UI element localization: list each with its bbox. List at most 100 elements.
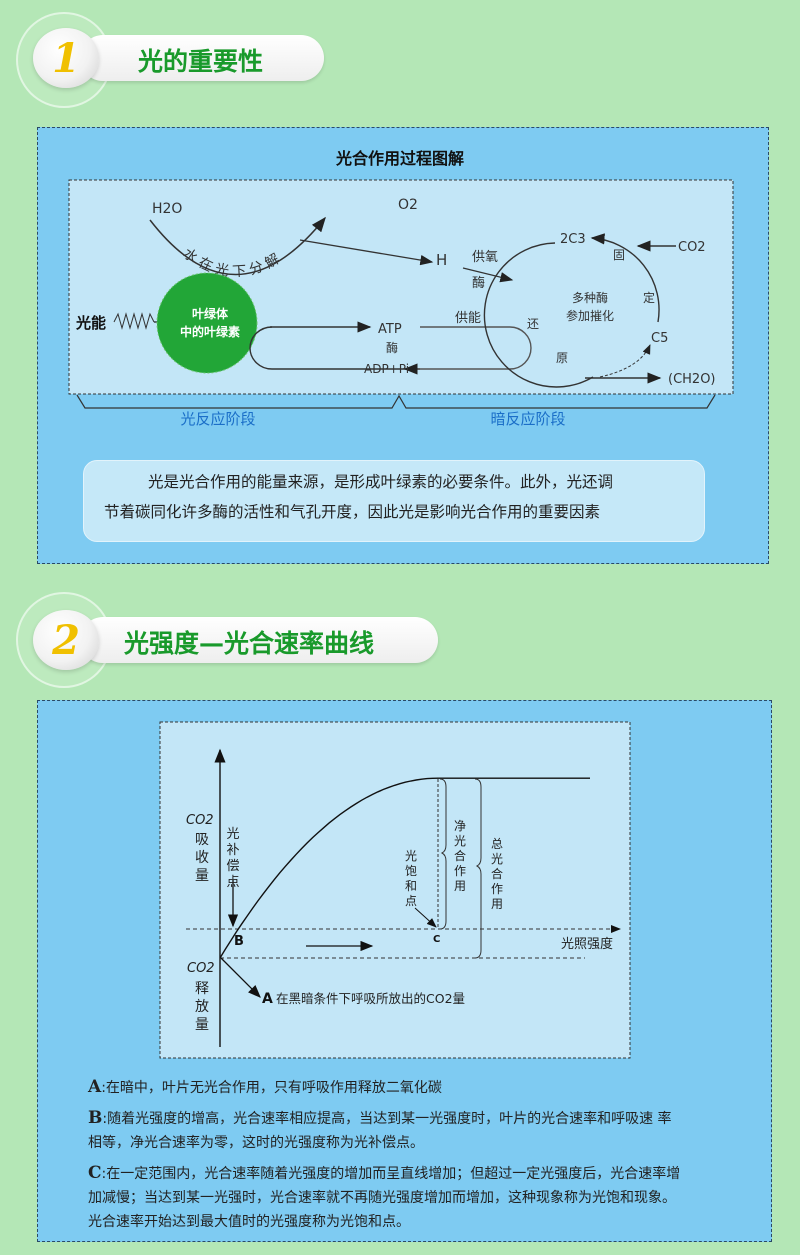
note-c-letter: C [88,1163,102,1183]
cycle-loop-right [403,326,532,375]
section1-badge: 1 [33,28,99,88]
chloroplast-circle [156,272,258,374]
section2-badge: 2 [33,610,99,670]
compensation-label-char: 光 [226,827,239,842]
light-energy-label: 光能 [75,314,106,332]
point-a-note: 在黑暗条件下呼吸所放出的CO2量 [276,991,465,1006]
note-line-2: 节着碳同化许多酶的活性和气孔开度，因此光是影响光合作用的重要因素 [104,503,601,521]
y-bottom-char-3: 量 [195,1017,209,1033]
point-b-label: B [234,934,244,949]
total-brace [474,778,482,959]
section2-title: 光强度—光合速率曲线 [124,629,375,658]
total-label-char: 作 [491,882,503,896]
note-b-text-1: :随着光强度的增高，光合速率相应提高，当达到某一光强度时，叶片的光合速率和呼吸速… [102,1111,672,1127]
section1-number: 1 [52,34,80,82]
enzyme-label: 酶 [472,275,485,291]
oxygen-supply-arrow [462,267,514,283]
y-bottom-char-2: 放 [195,999,209,1015]
light-wave-icon [113,312,155,330]
x-axis-label: 光照强度 [561,936,613,952]
note-a-letter: A [88,1077,102,1097]
net-label-char: 作 [454,864,466,878]
note-a: A:在暗中，叶片无光合作用，只有呼吸作用释放二氧化碳 [88,1075,768,1100]
co2-label: CO2 [678,240,706,255]
net-label-char: 净 [454,819,466,833]
cycle-loop-left [249,326,420,370]
reduce-label-2: 原 [556,351,568,365]
net-label-char: 用 [454,879,466,893]
c5-label: C5 [651,331,668,346]
note-c: C:在一定范围内，光合速率随着光强度的增加而呈直线增加；但超过一定光强度后，光合… [88,1161,768,1234]
compensation-label-char: 点 [226,875,239,890]
net-label-char: 光 [454,834,466,848]
dark-stage-label: 暗反应阶段 [490,410,565,428]
compensation-label-char: 偿 [226,859,239,874]
fix-label-2: 定 [643,290,655,305]
h-arrow [299,239,434,266]
total-label-char: 用 [491,897,503,911]
light-importance-note: 光是光合作用的能量来源，是形成叶绿素的必要条件。此外，光还调 节着碳同化许多酶的… [83,460,705,542]
chart-box [159,721,631,1059]
light-curve-chart: CO2 吸 收 量 CO2 释 放 量 光照强度 B C A 在黑暗条件下呼吸所… [159,721,631,1059]
compensation-label-char: 补 [226,843,239,858]
y-bottom-co2: CO2 [187,961,215,976]
oxygen-supply-label: 供氧 [472,250,498,265]
fix-label-1: 固 [613,248,625,262]
net-label-char: 合 [454,848,466,863]
section2-pill [80,617,438,663]
o2-label: O2 [398,197,418,213]
light-stage-label: 光反应阶段 [180,410,255,428]
diagram-title: 光合作用过程图解 [335,149,464,168]
atp-label: ATP [378,322,402,337]
y-top-char-1: 吸 [195,832,209,848]
saturation-label-char: 和 [405,879,417,893]
chloroplast-label-2: 中的叶绿素 [180,324,240,339]
atp-enzyme-label: 酶 [386,340,398,355]
note-b-letter: B [88,1108,103,1128]
section1-title: 光的重要性 [138,47,264,76]
rate-curve [219,777,590,959]
section1-pill [80,35,324,81]
note-b: B:随着光强度的增高，光合速率相应提高，当达到某一光强度时，叶片的光合速率和呼吸… [88,1106,768,1155]
saturation-arrow [414,907,437,928]
net-brace [439,778,447,930]
y-bottom-char-1: 释 [195,981,209,997]
total-label-char: 光 [491,852,503,866]
calvin-cycle-arc-left [483,242,594,388]
c3-label: 2C3 [560,232,586,247]
curve-notes: A:在暗中，叶片无光合作用，只有呼吸作用释放二氧化碳 B:随着光强度的增高，光合… [88,1075,768,1234]
note-c-text-2: 加减慢；当达到某一光强时，光合速率就不再随光强度增加而增加，这种现象称为光饱和现… [88,1190,676,1206]
adp-label: ADP+Pi [364,362,409,376]
note-line-1: 光是光合作用的能量来源，是形成叶绿素的必要条件。此外，光还调 [148,473,614,491]
total-label-char: 合 [491,866,503,881]
catalysis-label-2: 参加摧化 [566,308,614,323]
y-top-char-2: 收 [195,850,209,866]
reduce-label-1: 还 [527,317,539,331]
y-top-co2: CO2 [186,813,214,828]
c5-regen-arrow [599,344,651,378]
note-b-text-2: 相等，净光合速率为零，这时的光强度称为光补偿点。 [88,1135,424,1151]
note-a-text: :在暗中，叶片无光合作用，只有呼吸作用释放二氧化碳 [101,1080,442,1096]
stage-braces [76,394,716,409]
ch2o-label: (CH2O) [668,372,716,387]
chloroplast-label-1: 叶绿体 [192,306,229,321]
point-a-label: A [262,991,273,1007]
point-c-label: C [433,934,440,945]
saturation-label-char: 点 [405,894,417,908]
h2o-label: H2O [152,201,182,217]
saturation-label-char: 饱 [405,863,417,878]
photosynthesis-diagram: 光合作用过程图解 H2O O2 水 在 光 下 分 解 H 供氧 酶 光能 叶绿… [68,149,734,428]
note-c-text-3: 光合速率开始达到最大值时的光强度称为光饱和点。 [88,1214,410,1230]
energy-supply-label: 供能 [455,311,481,326]
catalysis-label-1: 多种酶 [572,290,608,305]
water-split-arc [149,216,326,276]
section2-number: 2 [52,616,80,664]
y-top-char-3: 量 [195,868,209,884]
point-a-arrow [220,957,261,998]
note-c-text-1: :在一定范围内，光合速率随着光强度的增加而呈直线增加；但超过一定光强度后，光合速… [101,1166,681,1182]
saturation-label-char: 光 [405,849,417,863]
h-label: H [436,251,447,269]
total-label-char: 总 [491,837,503,851]
